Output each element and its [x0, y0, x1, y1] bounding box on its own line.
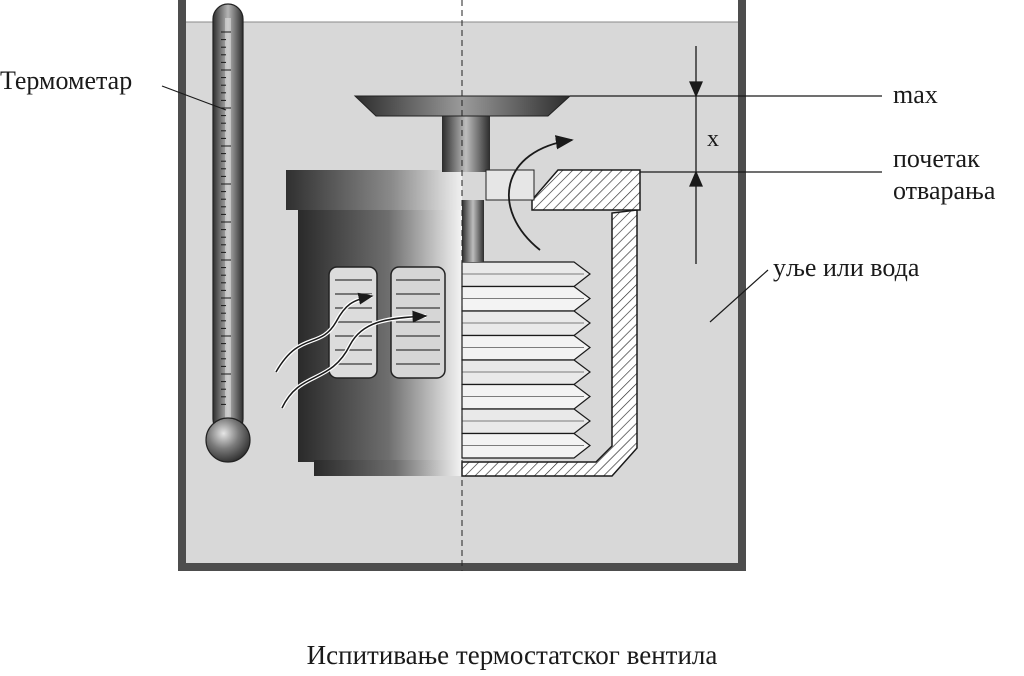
thermometer-bulb [205, 417, 251, 463]
figure-caption: Испитивање термостатског вентила [306, 640, 718, 670]
flow-arrow-opening [508, 135, 574, 251]
valve-stem [442, 112, 490, 172]
fluid-leader [709, 269, 769, 323]
flow-arrow-inlet-2-line [281, 310, 428, 409]
thermometer-capillary [225, 18, 231, 428]
flow-arrow-inlet-1-line [275, 292, 374, 373]
displacement-dimension [689, 46, 703, 264]
valve-stem-lower [462, 200, 484, 262]
bellows-element [461, 261, 591, 459]
housing-section [461, 209, 638, 477]
max-label: max [893, 80, 938, 109]
thermometer-label: Термометар [0, 66, 132, 95]
thermostatic-valve [274, 0, 641, 571]
opening-label-line2: отварања [893, 176, 996, 205]
thermometer [205, 3, 251, 463]
valve-body-base [314, 460, 462, 476]
fluid-label: уље или вода [773, 253, 920, 282]
displacement-label: x [707, 126, 719, 152]
thermometer-leader [161, 85, 227, 111]
body-window-bellows [335, 279, 440, 365]
leader-lines [161, 85, 882, 323]
thermometer-scale [221, 31, 231, 405]
valve-seat-section [531, 169, 641, 211]
valve-cap-flange [286, 170, 462, 210]
opening-label-line1: почетак [893, 144, 980, 173]
